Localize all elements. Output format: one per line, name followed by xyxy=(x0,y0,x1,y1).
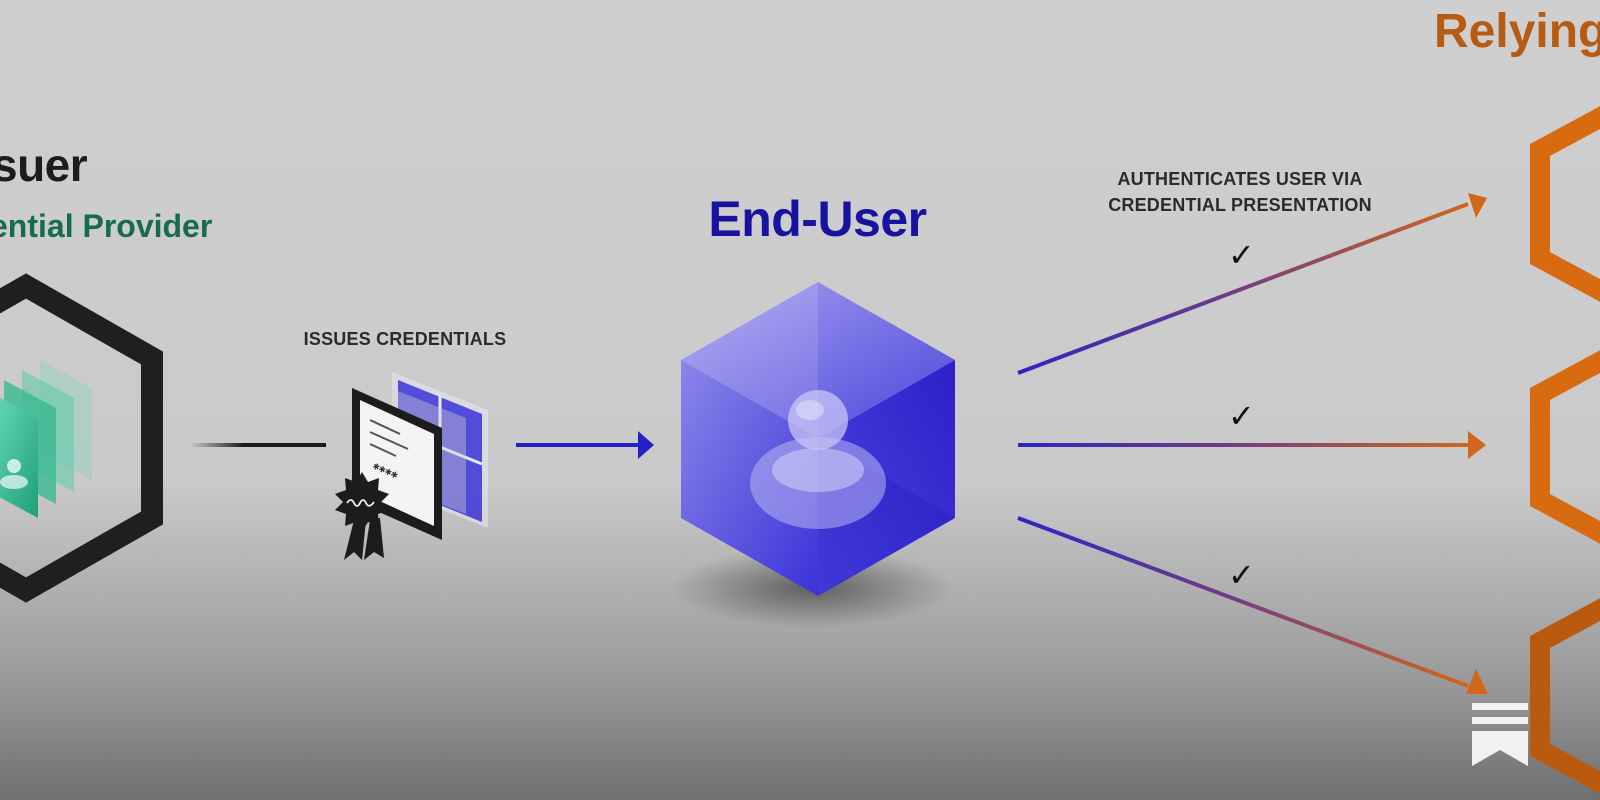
check-icon-top: ✓ xyxy=(1228,237,1255,273)
auth-arrow-top xyxy=(1017,193,1487,375)
bookmark-icon[interactable] xyxy=(1472,703,1528,766)
check-icon-middle: ✓ xyxy=(1228,398,1255,434)
issuer-subtitle: ential Provider xyxy=(0,208,213,244)
issues-credentials-label: ISSUES CREDENTIALS xyxy=(303,329,507,349)
check-icon-bottom: ✓ xyxy=(1228,557,1255,593)
issuer-hexagon-icon xyxy=(0,273,163,603)
seal-icon xyxy=(335,472,389,560)
issuer-title: suer xyxy=(0,139,88,191)
auth-arrow-bottom xyxy=(1017,516,1488,694)
authentication-label-line1: AUTHENTICATES USER VIA xyxy=(1117,169,1363,189)
relying-party-hexagon-bottom-icon xyxy=(1530,598,1600,794)
auth-arrow-middle xyxy=(1018,431,1486,459)
relying-party-hexagon-middle-icon xyxy=(1530,350,1600,544)
user-cube-icon xyxy=(672,282,955,628)
relying-party-hexagon-top-icon xyxy=(1530,106,1600,302)
issues-arrow xyxy=(516,431,654,459)
user-glyph-icon xyxy=(7,459,21,473)
credential-stack-icon xyxy=(0,360,92,518)
relying-party-title: Relying xyxy=(1434,5,1600,58)
authentication-label-line2: CREDENTIAL PRESENTATION xyxy=(1108,195,1372,215)
end-user-title: End-User xyxy=(708,191,927,247)
